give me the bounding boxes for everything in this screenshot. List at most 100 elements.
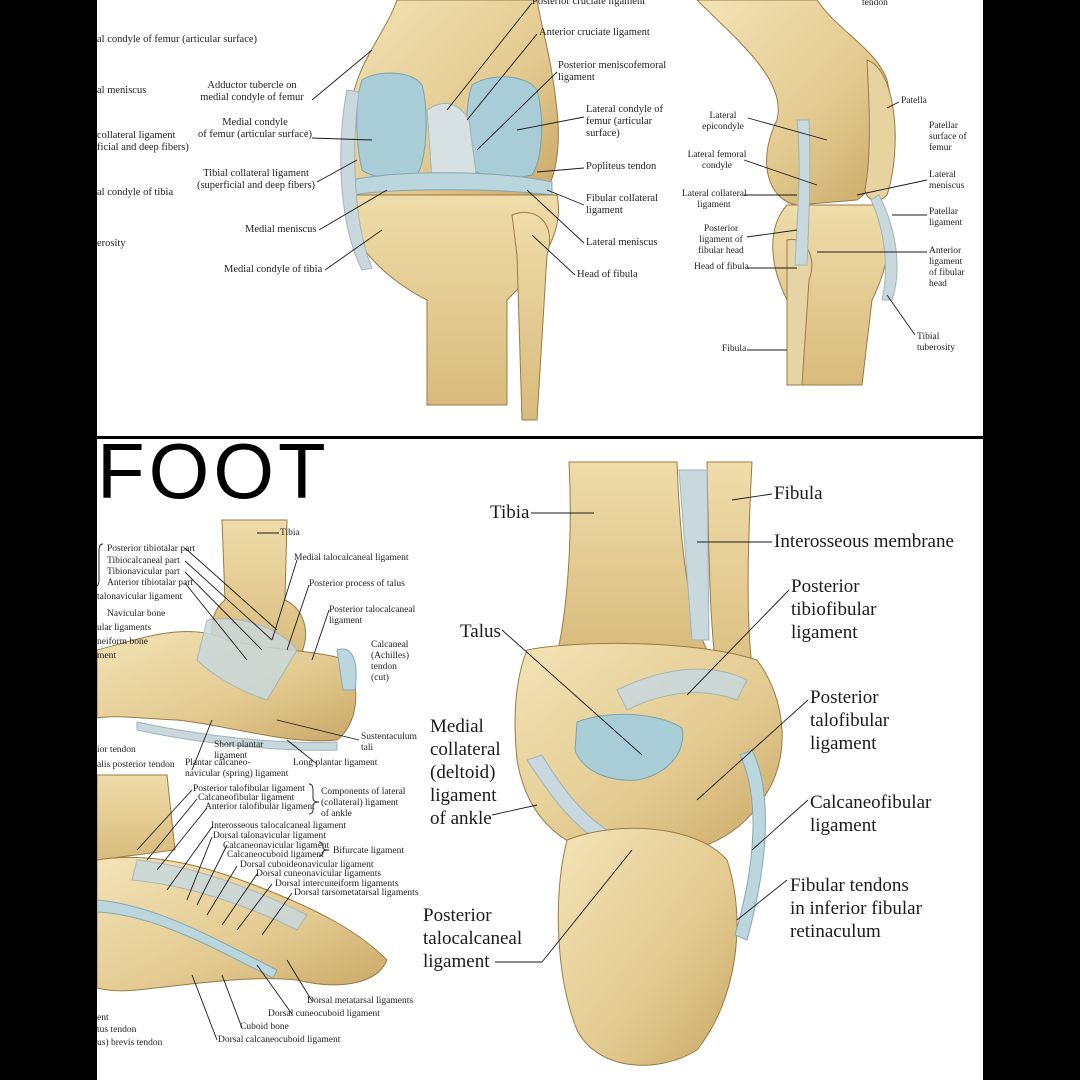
label-line: Lateral [709,111,737,121]
label-line: femur (articular [586,116,653,128]
label-line: Tibial collateral ligament [203,168,309,179]
label-lateral-femoral-condyle: Lateral femoral condyle [687,150,747,172]
label-line: Posterior [791,576,860,597]
label-line: meniscus [929,180,965,191]
label-anterior-fibular-head: Anterior ligament of fibular head [929,246,965,290]
label-line: (cut) [371,672,389,683]
label-patellar-surface: Patellar surface of femur [929,121,967,154]
label-talonavicular: talonavicular ligament [97,592,183,602]
achilles-cut [336,648,357,691]
leg-lateral [97,774,176,861]
label-cut-tus-tendon: tus tendon [97,1025,137,1035]
ankle-posterior-figure [514,461,783,1066]
illustration-layer [97,0,983,1066]
label-cut-collateral: collateral ligament ficial and deep fibe… [97,130,189,154]
label-cut-ent: ent [97,1013,109,1023]
label-line: ligament [214,750,248,761]
label-line: Sustentaculum [361,732,417,742]
label-line: tali [361,742,374,753]
label-talus: Talus [460,621,501,642]
label-line: Lateral [929,170,956,180]
label-lateral-meniscus-side: Lateral meniscus [929,170,964,192]
label-line: (collateral) ligament [321,797,399,808]
label-line: Patellar [929,207,959,217]
label-line: (superficial and deep fibers) [196,180,316,192]
label-line: ligament [423,951,490,972]
label-tibiocalcaneal: Tibiocalcaneal part [107,556,180,566]
label-line: talocalcaneal [423,928,523,949]
label-line: talofibular [810,710,890,731]
label-line: medial condyle of femur [200,92,304,104]
label-head-of-fibula-side: Head of fibula [694,262,749,272]
label-line: Anterior [929,246,962,256]
label-line: ligament [929,217,963,228]
label-line: Fibular collateral [586,193,659,204]
label-line: tendon [371,661,397,672]
label-line: condyle [701,160,733,171]
label-line: Posterior talocalcaneal [329,605,416,615]
label-calcaneal-tendon: Calcaneal (Achilles) tendon (cut) [371,640,409,684]
label-adductor-tubercle: Adductor tubercle on medial condyle of f… [187,80,317,104]
label-anterior-tibiotalar: Anterior tibiotalar part [107,578,193,588]
label-cut-condyle-tibia: al condyle of tibia [97,187,174,198]
collateral-band [340,89,373,271]
label-line: epicondyle [702,121,744,132]
label-cut-meniscus: al meniscus [97,85,147,96]
label-medial-collateral-deltoid: Medial collateral (deltoid) ligament of … [430,715,501,830]
label-dorsal-cuneocuboid: Dorsal cuneocuboid ligament [268,1009,380,1019]
label-head-of-fibula: Head of fibula [577,269,638,280]
label-interosseous-membrane: Interosseous membrane [774,531,954,552]
label-line: ligament [697,199,731,210]
lateral-collateral-side [794,119,811,266]
label-tendon: tendon [862,0,888,8]
label-lateral-collateral: Lateral collateral ligament [682,189,747,211]
label-line: Plantar calcaneo- [185,758,251,768]
label-line: of femur (articular surface) [198,129,312,141]
label-line: Tibial [917,332,940,342]
label-medial-talocalcaneal: Medial talocalcaneal ligament [294,553,409,563]
label-line: Components of lateral [321,787,406,797]
label-line: in inferior fibular [790,898,922,919]
label-patella: Patella [901,96,927,106]
label-fibula-posterior: Fibula [774,483,823,504]
label-line: ligament [586,205,623,217]
label-fibula-side: Fibula [722,344,747,354]
label-line: Lateral condyle of [586,104,663,115]
label-posterior-talocalcaneal: Posterior talocalcaneal ligament [423,904,522,973]
label-line: Adductor tubercle on [207,80,297,91]
label-dorsal-cuboideonavicular: Dorsal cuboideonavicular ligament [240,860,374,870]
label-line: collateral [430,739,501,760]
label-line: tuberosity [917,342,955,353]
label-line: ficial and deep fibers) [97,142,189,154]
label-line: femur [929,142,952,153]
label-tibia-posterior: Tibia [490,502,530,523]
label-line: Posterior [423,905,492,926]
label-dorsal-metatarsal: Dorsal metatarsal ligaments [307,996,414,1006]
label-tibia-medial: Tibia [280,528,300,538]
label-lateral-condyle-femur: Lateral condyle of femur (articular surf… [586,104,663,140]
fibula-side [786,238,813,386]
label-posterior-fibular-head: Posterior ligament of fibular head [695,224,747,257]
label-line: Calcaneal [371,640,409,650]
label-tibial-collateral: Tibial collateral ligament (superficial … [191,168,321,192]
label-cut-posterior-tendon: alis posterior tendon [97,760,175,770]
label-dorsal-talonavicular: Dorsal talonavicular ligament [213,831,326,841]
label-plantar-calcaneonavicular: Plantar calcaneo- navicular (spring) lig… [185,758,288,780]
label-posterior-cruciate: Posterior cruciate ligament [532,0,646,7]
knee-side-figure [696,0,898,386]
label-line: Lateral femoral [687,150,747,160]
label-medial-condyle-tibia: Medial condyle of tibia [224,264,323,275]
fibular-tendons-posterior [734,749,766,941]
label-dorsal-calcaneocuboid: Dorsal calcaneocuboid ligament [218,1035,341,1045]
label-bifurcate: Bifurcate ligament [333,846,404,856]
label-short-plantar: Short plantar ligament [214,740,263,762]
label-anterior-cruciate: Anterior cruciate ligament [539,27,650,38]
label-calcaneofibular-lat: Calcaneofibular ligament [198,793,295,803]
label-cut-ment: ment [97,651,116,661]
label-cut-tuberosity: erosity [97,238,126,249]
label-line: Posterior meniscofemoral [558,60,667,71]
label-line: fibular head [698,245,744,256]
label-line: tibiofibular [791,599,877,620]
label-cut-ligaments: ular ligaments [97,623,152,633]
interosseous-membrane [678,469,710,641]
